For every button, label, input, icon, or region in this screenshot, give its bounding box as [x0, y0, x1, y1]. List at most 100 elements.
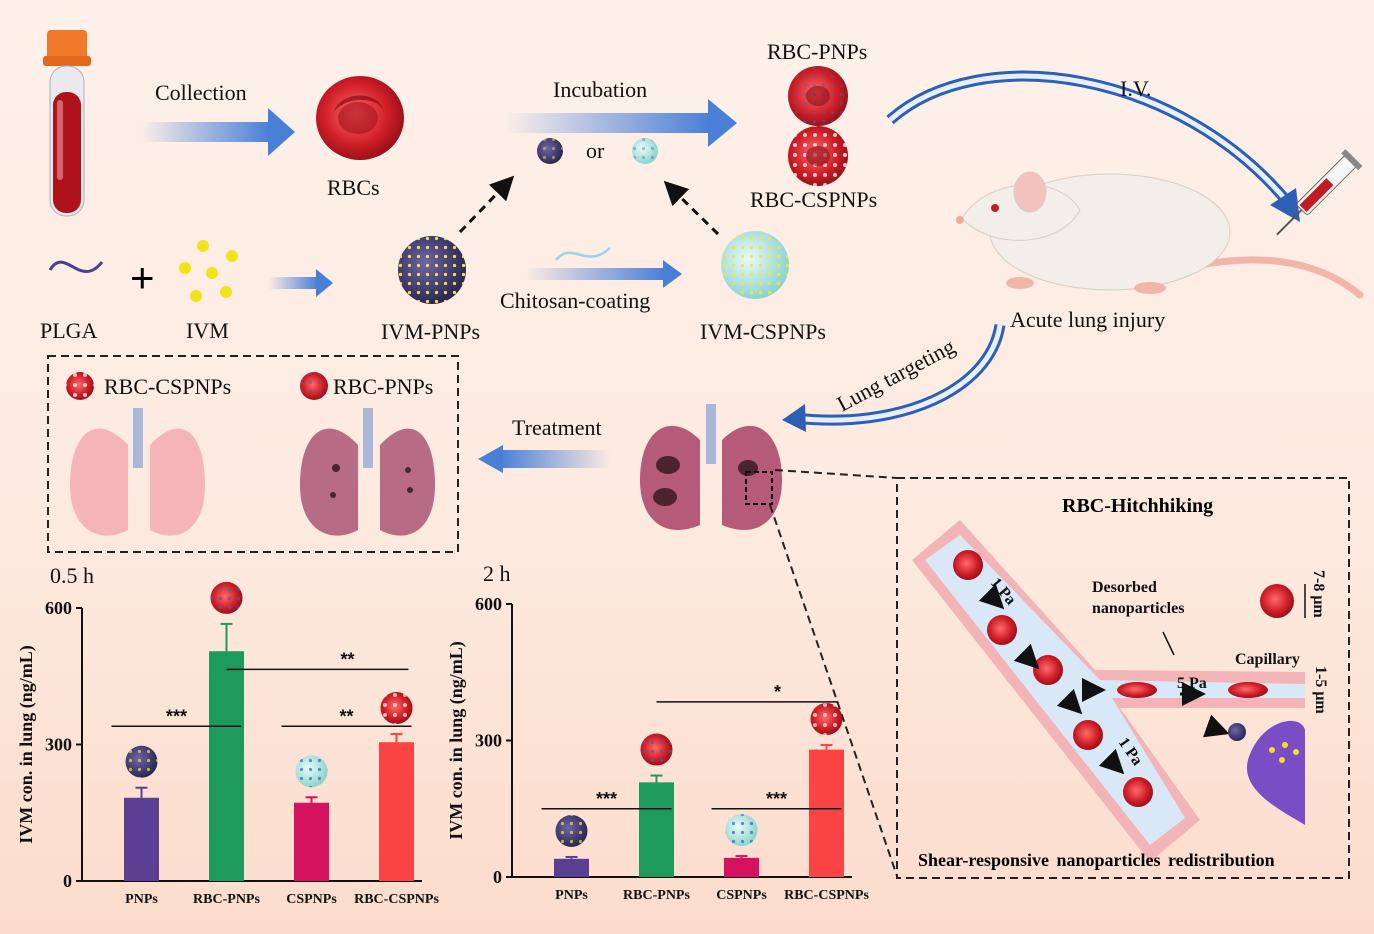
shear-high-label: 5 Pa	[1177, 675, 1207, 692]
plga-strand-icon	[48, 260, 104, 274]
zoom-box	[745, 471, 773, 505]
significance-label: ***	[596, 789, 617, 809]
desorbed-pointer	[1162, 631, 1175, 656]
plus-icon: +	[130, 254, 155, 301]
rbc-pnps-top-label: RBC-PNPs	[767, 39, 867, 64]
y-tick-label: 300	[45, 735, 72, 755]
chitosan-strand-icon	[555, 247, 611, 261]
bar-rbc-cspnps	[809, 749, 844, 877]
collection-label: Collection	[155, 80, 247, 105]
rbcs-label: RBCs	[327, 175, 380, 200]
significance-label: ***	[166, 706, 187, 726]
ivm-pnp-icon	[398, 236, 466, 304]
ivm-arrow	[268, 269, 333, 297]
bar-particle-dots	[125, 745, 158, 778]
legend-rbc-pnps-label: RBC-PNPs	[333, 374, 433, 399]
syringe-icon	[1276, 149, 1363, 236]
significance-label: **	[339, 706, 353, 726]
or-label: or	[586, 138, 605, 163]
significance-label: *	[774, 682, 781, 702]
bar-rbc-cspnps	[379, 742, 414, 881]
bar-pnps	[554, 858, 589, 877]
significance-label: ***	[766, 789, 787, 809]
blood-tube-icon	[43, 30, 91, 217]
bar-particle-dots	[725, 814, 758, 847]
treated-lungs-icon	[300, 408, 435, 536]
rbc-cspnps-top-label: RBC-CSPNPs	[750, 187, 877, 212]
bar-cspnps	[724, 857, 759, 877]
legend-rbc-pnp-icon	[300, 372, 328, 400]
bar-pnps	[124, 797, 159, 881]
flow-arrows	[978, 583, 1230, 775]
treatment-label: Treatment	[512, 415, 602, 440]
injured-lungs-icon	[640, 404, 782, 530]
mouse-icon	[956, 171, 1364, 299]
x-tick-label: RBC-CSPNPs	[784, 888, 869, 903]
cspnp-to-incubation-arrow	[663, 180, 720, 236]
x-tick-label: RBC-CSPNPs	[354, 892, 439, 907]
y-tick-label: 600	[45, 598, 72, 618]
bar-particle-dots	[640, 733, 673, 766]
lung-targeting-arrow	[782, 323, 1006, 432]
bar-particle-dots	[555, 814, 588, 847]
plga-label: PLGA	[40, 318, 98, 343]
desorbed-label-line2: nanoparticles	[1092, 600, 1184, 617]
zoom-line-bottom	[769, 504, 898, 877]
chart-title: 2 h	[483, 561, 511, 586]
x-tick-label: PNPs	[125, 892, 158, 907]
treatment-result-box	[47, 355, 459, 553]
blood-vessel	[912, 520, 1305, 862]
y-tick-label: 300	[475, 731, 502, 751]
ivm-drug-icon	[179, 240, 238, 302]
collection-arrow	[140, 108, 295, 156]
bar-cspnps	[294, 802, 329, 881]
iv-label: I.V.	[1120, 76, 1151, 101]
size-capillary-label: 1-5 μm	[1312, 666, 1329, 714]
bar-rbc-pnps	[209, 651, 244, 881]
ivm-cspnp-icon	[721, 231, 789, 299]
y-tick-label: 600	[475, 594, 502, 614]
y-tick-label: 0	[63, 871, 72, 891]
x-tick-label: PNPs	[555, 888, 588, 903]
desorbed-label-line1: Desorbed	[1092, 579, 1157, 596]
alveolar-cell-icon	[1228, 720, 1305, 825]
ivm-pnps-label: IVM-PNPs	[381, 319, 480, 344]
vessel-rbcs	[953, 550, 1268, 807]
hitchhiking-title: RBC-Hitchhiking	[1062, 495, 1213, 517]
iv-arrow	[886, 70, 1300, 222]
chitosan-arrow	[525, 260, 682, 288]
y-axis-label: IVM con. in lung (ng/mL)	[446, 641, 467, 840]
bar-particle-dots	[380, 692, 413, 725]
x-tick-label: CSPNPs	[286, 892, 337, 907]
size-rbc-icon	[1260, 584, 1306, 618]
zoom-line-top	[774, 469, 898, 479]
legend-rbc-cspnps-label: RBC-CSPNPs	[104, 374, 231, 399]
hitchhiking-caption: Shear-responsive nanoparticles redistrib…	[918, 850, 1275, 870]
capillary-label: Capillary	[1235, 651, 1300, 668]
x-tick-label: RBC-PNPs	[193, 892, 260, 907]
size-rbc-label: 7-8 μm	[1310, 570, 1327, 618]
ivm-label: IVM	[186, 318, 229, 343]
bar-rbc-pnps	[639, 782, 674, 877]
y-tick-label: 0	[493, 867, 502, 887]
hitchhiking-panel	[896, 477, 1350, 879]
bar-particle-dots	[295, 755, 328, 788]
treatment-arrow	[478, 445, 610, 473]
chitosan-coating-label: Chitosan-coating	[500, 288, 650, 313]
legend-rbc-cspnp-icon	[66, 372, 94, 400]
ivm-cspnps-label: IVM-CSPNPs	[700, 319, 826, 344]
rbc-cspnp-icon	[788, 126, 848, 186]
incubation-arrow	[505, 99, 737, 147]
rbc-pnp-icon	[788, 66, 848, 126]
rbc-icon	[316, 76, 404, 160]
x-tick-label: CSPNPs	[716, 888, 767, 903]
lung-targeting-label: Lung targeting	[833, 333, 959, 416]
bar-particle-dots	[810, 703, 843, 736]
x-tick-label: RBC-PNPs	[623, 888, 690, 903]
incubation-label: Incubation	[553, 77, 647, 102]
healthy-lungs-icon	[70, 408, 205, 536]
